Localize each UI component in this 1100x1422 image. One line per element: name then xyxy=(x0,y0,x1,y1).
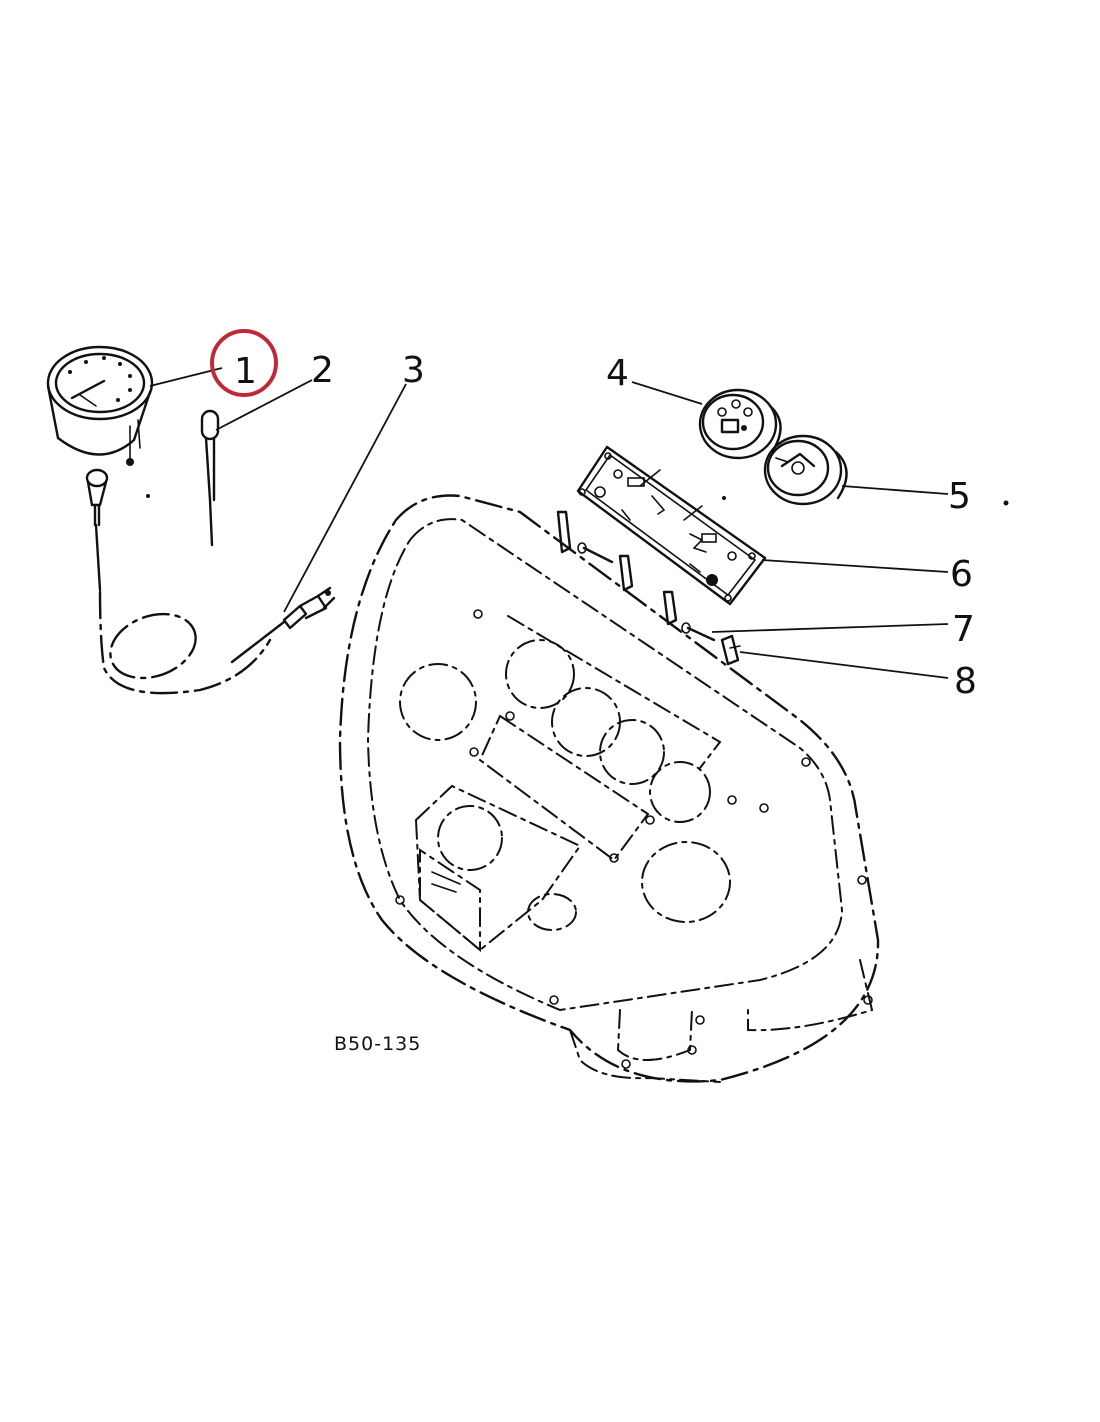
mounting-bracket-icon[interactable] xyxy=(556,510,678,626)
callout-2[interactable]: 2 xyxy=(311,350,334,391)
clip-icon[interactable] xyxy=(720,634,741,666)
diagram-reference-code: B50-135 xyxy=(334,1033,421,1055)
callout-4[interactable]: 4 xyxy=(606,353,629,394)
fuel-gauge-icon[interactable] xyxy=(763,434,848,506)
drive-cable-icon[interactable] xyxy=(230,586,336,664)
sender-probe-icon[interactable] xyxy=(200,409,220,547)
callout-6[interactable]: 6 xyxy=(950,554,973,595)
bolt-icon[interactable] xyxy=(681,622,716,642)
callout-8[interactable]: 8 xyxy=(954,661,977,702)
dashboard-housing xyxy=(338,494,880,1083)
callout-1[interactable]: 1 xyxy=(234,351,257,392)
callout-3[interactable]: 3 xyxy=(402,350,425,391)
callout-5[interactable]: 5 xyxy=(948,476,971,517)
leader-lines xyxy=(149,367,949,679)
callout-1-highlight xyxy=(210,329,278,397)
temperature-gauge-icon[interactable] xyxy=(698,388,782,460)
tachometer-gauge-icon[interactable] xyxy=(46,345,272,695)
warning-light-panel-icon[interactable] xyxy=(576,445,767,606)
callout-7[interactable]: 7 xyxy=(952,609,975,650)
